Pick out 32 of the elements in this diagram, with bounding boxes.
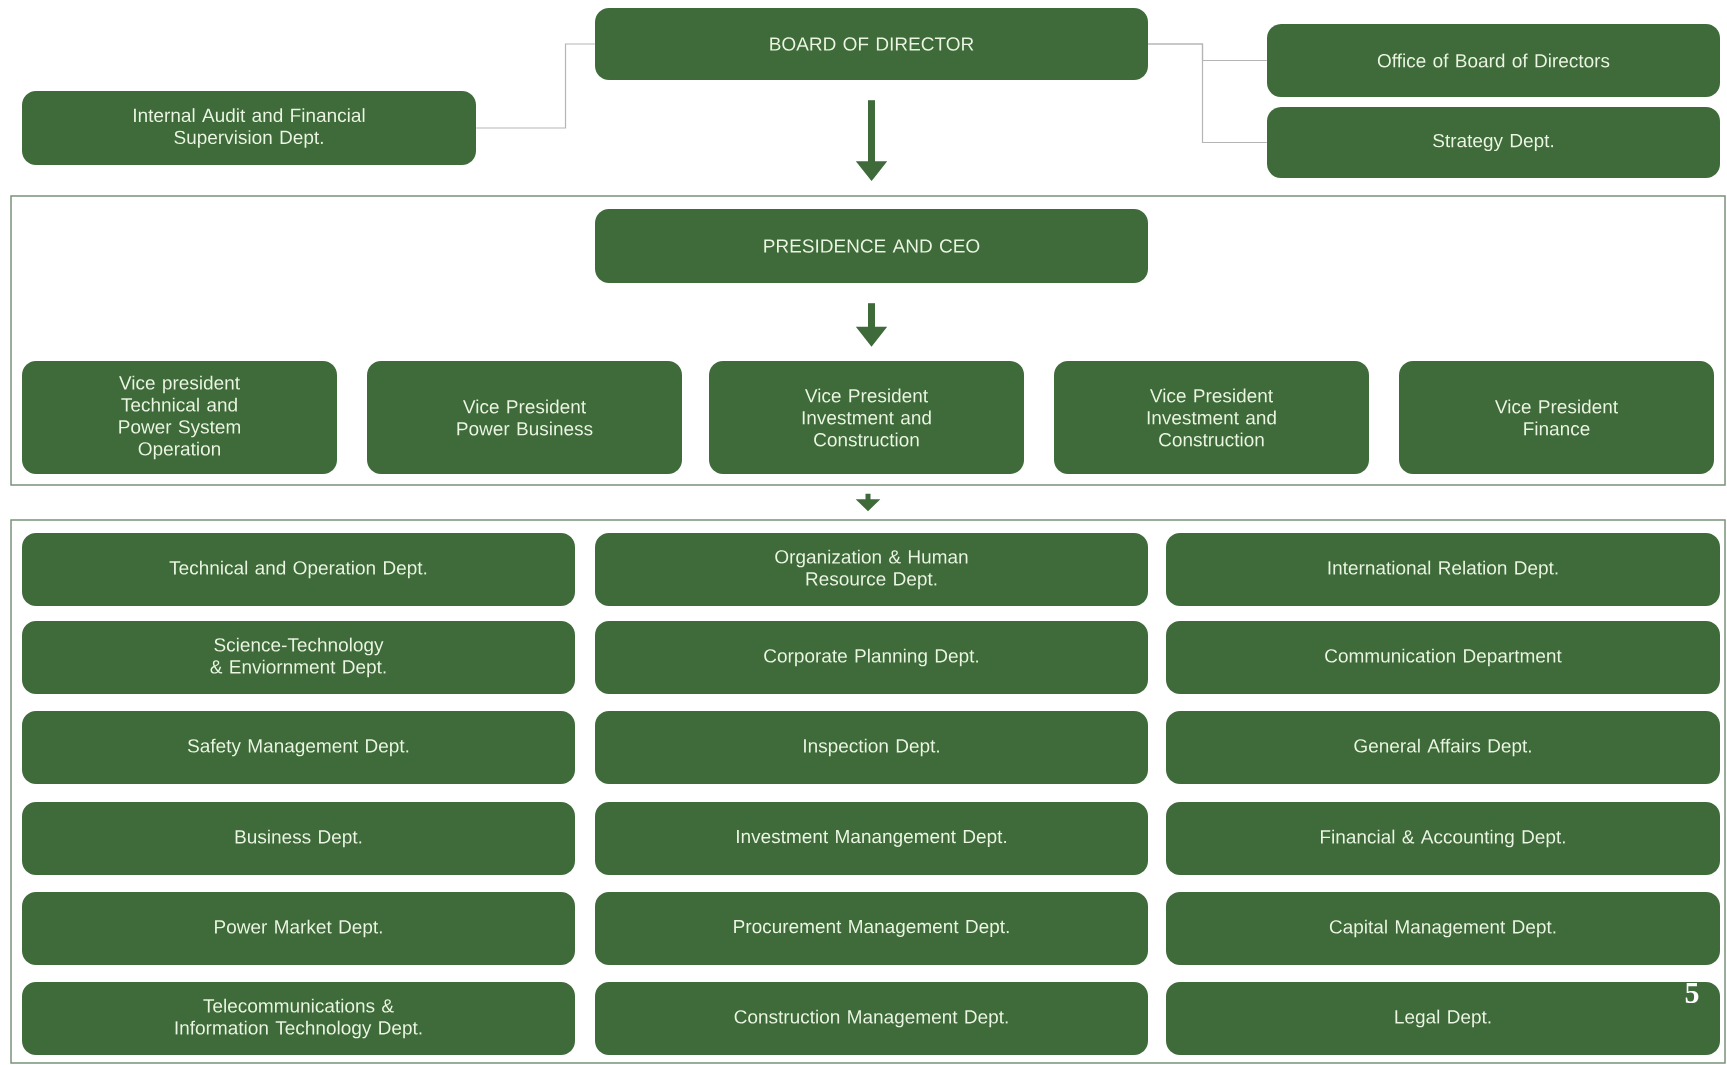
department-box: Telecommunications & Information Technology Dept. [22, 982, 575, 1055]
connector-line [475, 43, 596, 129]
executive-box: Vice President Finance [1399, 361, 1714, 474]
department-box: Technical and Operation Dept. [22, 533, 575, 606]
department-box: Communication Department [1166, 621, 1720, 694]
org-box: Strategy Dept. [1267, 107, 1720, 178]
org-box: Internal Audit and Financial Supervision Dept. [22, 91, 476, 165]
executive-box: Vice president Technical and Power System Operation [22, 361, 337, 474]
department-box: Organization & Human Resource Dept. [595, 533, 1148, 606]
executive-box: PRESIDENCE AND CEO [595, 209, 1148, 283]
department-box: Power Market Dept. [22, 892, 575, 965]
group-frame [10, 519, 1726, 1064]
department-box: Construction Management Dept. [595, 982, 1148, 1055]
department-box: Investment Manangement Dept. [595, 802, 1148, 875]
executive-box: Vice President Investment and Construction [1054, 361, 1369, 474]
org-box: Office of Board of Directors [1267, 24, 1720, 97]
executive-box: Vice President Investment and Construction [709, 361, 1024, 474]
department-box: Procurement Management Dept. [595, 892, 1148, 965]
page-number: 5 [1685, 983, 1699, 1003]
department-box: Science-Technology & Enviornment Dept. [22, 621, 575, 694]
org-box: BOARD OF DIRECTOR [595, 8, 1148, 80]
department-box: Financial & Accounting Dept. [1166, 802, 1720, 875]
department-box: International Relation Dept. [1166, 533, 1720, 606]
department-box: General Affairs Dept. [1166, 711, 1720, 784]
department-box: Business Dept. [22, 802, 575, 875]
department-box: Safety Management Dept. [22, 711, 575, 784]
department-box: Capital Management Dept. [1166, 892, 1720, 965]
group-frame [10, 195, 1726, 486]
executive-box: Vice President Power Business [367, 361, 682, 474]
department-box: Corporate Planning Dept. [595, 621, 1148, 694]
connector-line [1147, 43, 1268, 144]
department-box: Inspection Dept. [595, 711, 1148, 784]
